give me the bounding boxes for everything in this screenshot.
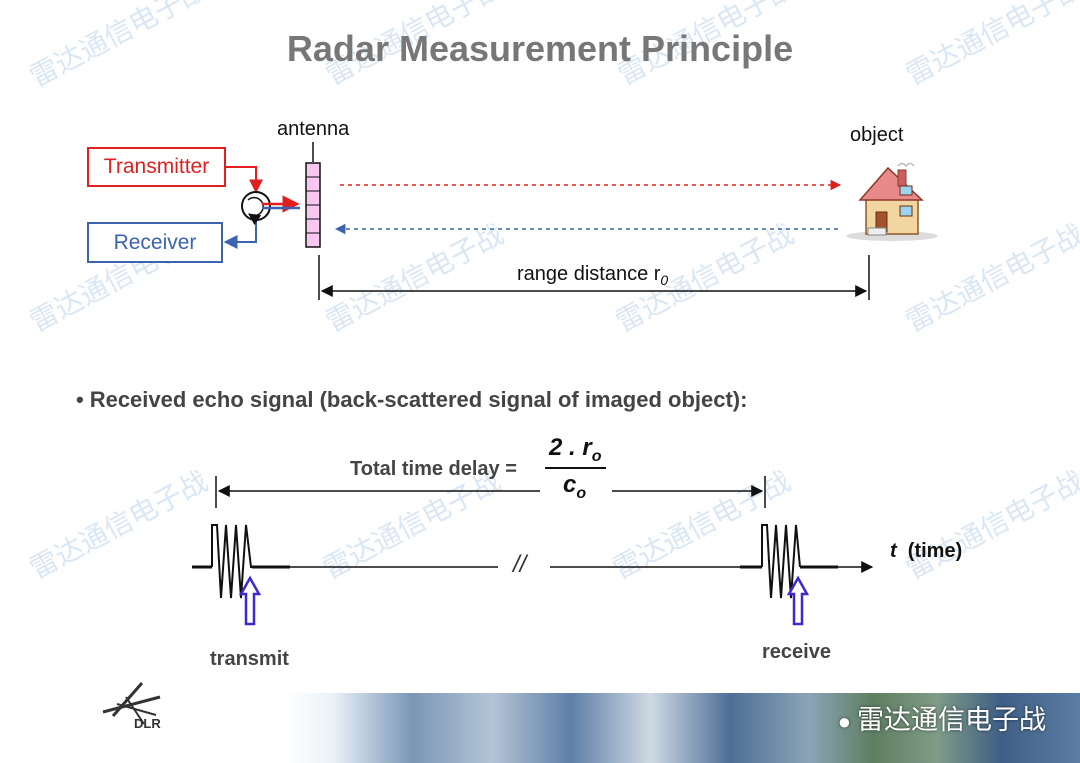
delay-denominator: co xyxy=(563,471,586,503)
transmit-marker-arrow xyxy=(238,575,262,626)
wechat-account-name: ●雷达通信电子战 xyxy=(838,698,1046,737)
house-icon xyxy=(846,162,938,241)
delay-numerator: 2 . ro xyxy=(549,434,601,466)
page-title: Radar Measurement Principle xyxy=(286,28,794,69)
axis-break-mark: // xyxy=(513,551,527,578)
time-axis-var: t xyxy=(890,540,897,562)
range-label-subscript: 0 xyxy=(660,272,669,288)
denominator-subscript: o xyxy=(576,484,587,502)
object-label: object xyxy=(850,124,904,146)
transmit-pulse xyxy=(211,524,252,599)
antenna-array-icon xyxy=(305,162,321,248)
time-axis-text: (time) xyxy=(907,540,963,562)
receive-marker-arrow xyxy=(786,575,810,626)
transmit-label: transmit xyxy=(210,648,289,670)
numerator-subscript: o xyxy=(591,447,602,465)
wechat-icon: ● xyxy=(837,709,851,734)
range-label-text: range distance r xyxy=(517,263,661,285)
circulator-arrow-icon xyxy=(247,196,264,226)
range-distance-label: range distance r0 xyxy=(517,263,668,288)
receive-line xyxy=(223,218,257,249)
footer-banner-image xyxy=(285,693,1080,763)
receiver-box: Receiver xyxy=(87,222,223,263)
dlr-logo-icon xyxy=(102,682,161,725)
wechat-name-text: 雷达通信电子战 xyxy=(857,705,1046,735)
transmitter-box: Transmitter xyxy=(87,147,226,187)
echo-heading: •Received echo signal (back-scattered si… xyxy=(76,387,747,413)
total-delay-label: Total time delay = xyxy=(350,458,517,480)
numerator-text: 2 . r xyxy=(549,434,592,461)
transmit-line xyxy=(226,166,263,194)
receive-label: receive xyxy=(762,641,831,663)
antenna-label: antenna xyxy=(277,118,350,140)
time-axis-label: t (time) xyxy=(890,540,962,563)
receive-pulse xyxy=(761,524,801,599)
denominator-text: c xyxy=(563,471,577,498)
echo-heading-text: Received echo signal (back-scattered sig… xyxy=(89,387,748,412)
dlr-logo-text: DLR xyxy=(134,716,161,731)
bullet-icon: • xyxy=(76,387,84,412)
